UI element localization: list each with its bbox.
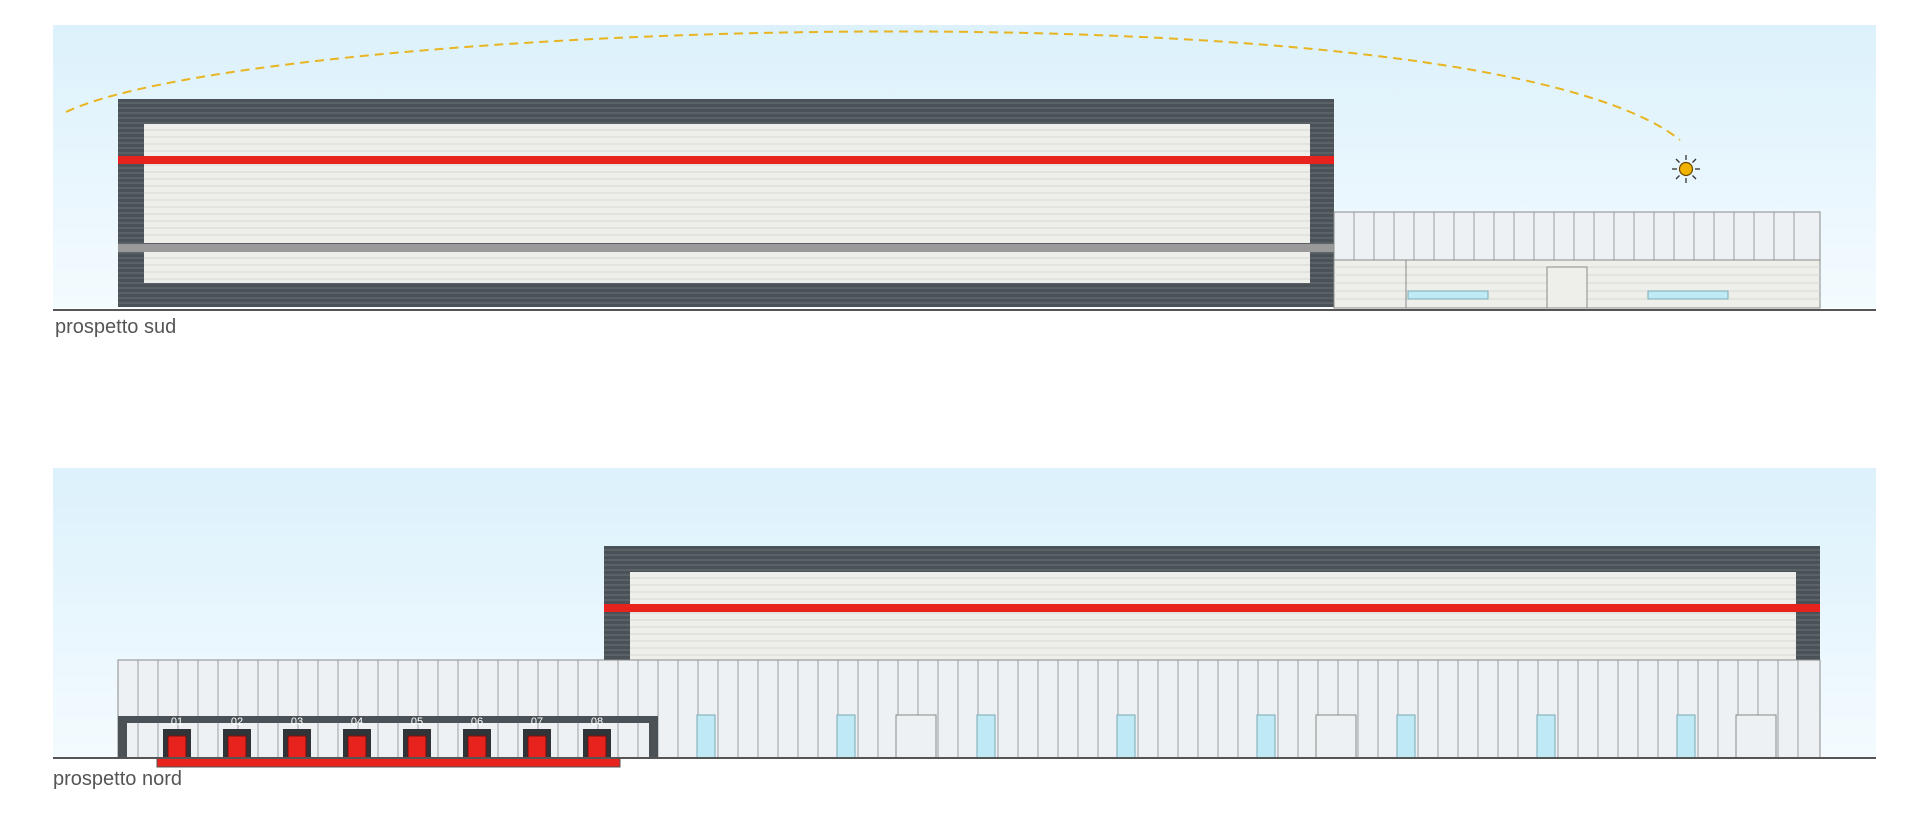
annex-window [1647,290,1729,300]
dock-platform [156,757,621,768]
north-window [1116,714,1136,759]
sun-icon [1672,155,1700,183]
dock-number-label: 07 [531,716,543,728]
north-window [976,714,996,759]
north-window [696,714,716,759]
dock-number-label: 01 [171,716,183,728]
dock-number-label: 02 [231,716,243,728]
sun-path-arc [65,30,1681,141]
dock-door: 04 [343,716,371,759]
north-window [836,714,856,759]
north-door-panel [1315,714,1357,759]
dock-door: 06 [463,716,491,759]
north-window [1676,714,1696,759]
loading-dock: 01 02 03 04 05 06 07 08 [118,716,658,768]
north-window [1536,714,1556,759]
north-door-panel [895,714,937,759]
annex-door [1546,266,1588,309]
north-door-panel [1735,714,1777,759]
north-elevation-caption: prospetto nord [53,768,182,790]
south-annex [1333,211,1821,309]
dock-number-label: 03 [291,716,303,728]
north-red-band [604,604,1820,612]
annex-window [1407,290,1489,300]
north-elevation: 01 02 03 04 05 06 07 08 [53,468,1876,768]
dock-door: 07 [523,716,551,759]
dock-number-label: 08 [591,716,603,728]
south-red-band [118,156,1334,164]
north-low-building [117,659,1821,759]
dock-number-label: 04 [351,716,363,728]
dock-door: 05 [403,716,431,759]
south-elevation-caption: prospetto sud [55,316,177,338]
south-elevation [53,25,1876,311]
north-window [1256,714,1276,759]
dock-door: 02 [223,716,251,759]
dock-door: 03 [283,716,311,759]
dock-number-label: 05 [411,716,423,728]
dock-canopy [118,716,658,723]
dock-number-label: 06 [471,716,483,728]
north-window [1396,714,1416,759]
south-warehouse [118,99,1334,307]
north-warehouse [604,546,1820,660]
south-gray-band [118,244,1334,252]
